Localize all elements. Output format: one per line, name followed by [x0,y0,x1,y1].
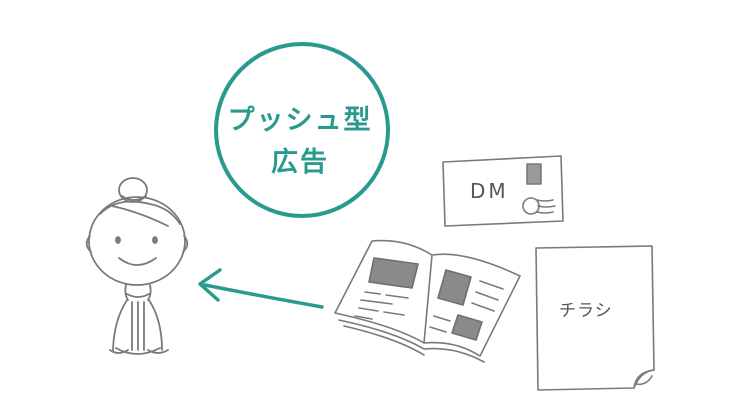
person-sketch-icon [85,177,189,355]
open-magazine-icon [334,239,521,363]
envelope-dm-icon [442,155,564,227]
push-ad-title-line2: 広告 [271,147,329,178]
push-ad-title-line1: プッシュ型 [227,105,373,136]
flyer-page-icon [535,245,655,391]
push-ad-circle [214,42,390,218]
arrow-left-icon [198,268,324,309]
flyer-label: チラシ [559,301,613,321]
dm-label: DM [470,179,509,203]
